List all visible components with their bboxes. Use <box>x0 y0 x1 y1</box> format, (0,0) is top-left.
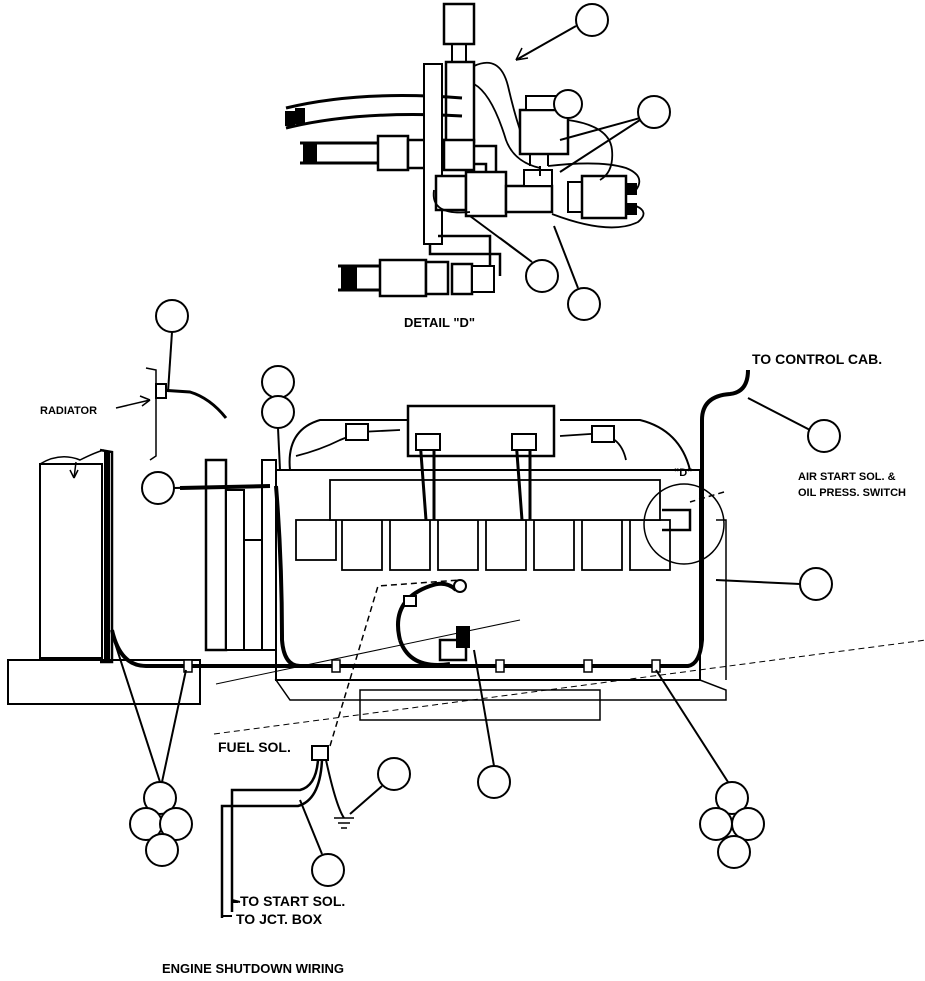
oil-press-switch-label: OIL PRESS. SWITCH <box>798 487 906 499</box>
to-start-sol-label: TO START SOL. <box>240 893 346 909</box>
d-marker-label: "D" <box>674 467 693 479</box>
radiator-label: RADIATOR <box>40 405 98 417</box>
callout-balloons <box>113 299 841 887</box>
diagram-title: ENGINE SHUTDOWN WIRING <box>162 961 344 976</box>
fuel-sol-label: FUEL SOL. <box>218 739 291 755</box>
engine-assembly <box>7 367 925 735</box>
harness-clips <box>183 659 661 673</box>
fuel-sol-wire <box>329 579 461 747</box>
detail-d-label: DETAIL "D" <box>404 315 476 330</box>
fuel-solenoid <box>403 579 470 662</box>
fuel-sol-connector <box>220 745 354 918</box>
to-jct-box-label: TO JCT. BOX <box>236 911 323 927</box>
air-start-sol-label: AIR START SOL. & <box>798 471 896 483</box>
detail-d-assembly <box>285 2 671 321</box>
detail-d-locator <box>643 483 725 565</box>
to-control-cab-label: TO CONTROL CAB. <box>752 351 883 367</box>
